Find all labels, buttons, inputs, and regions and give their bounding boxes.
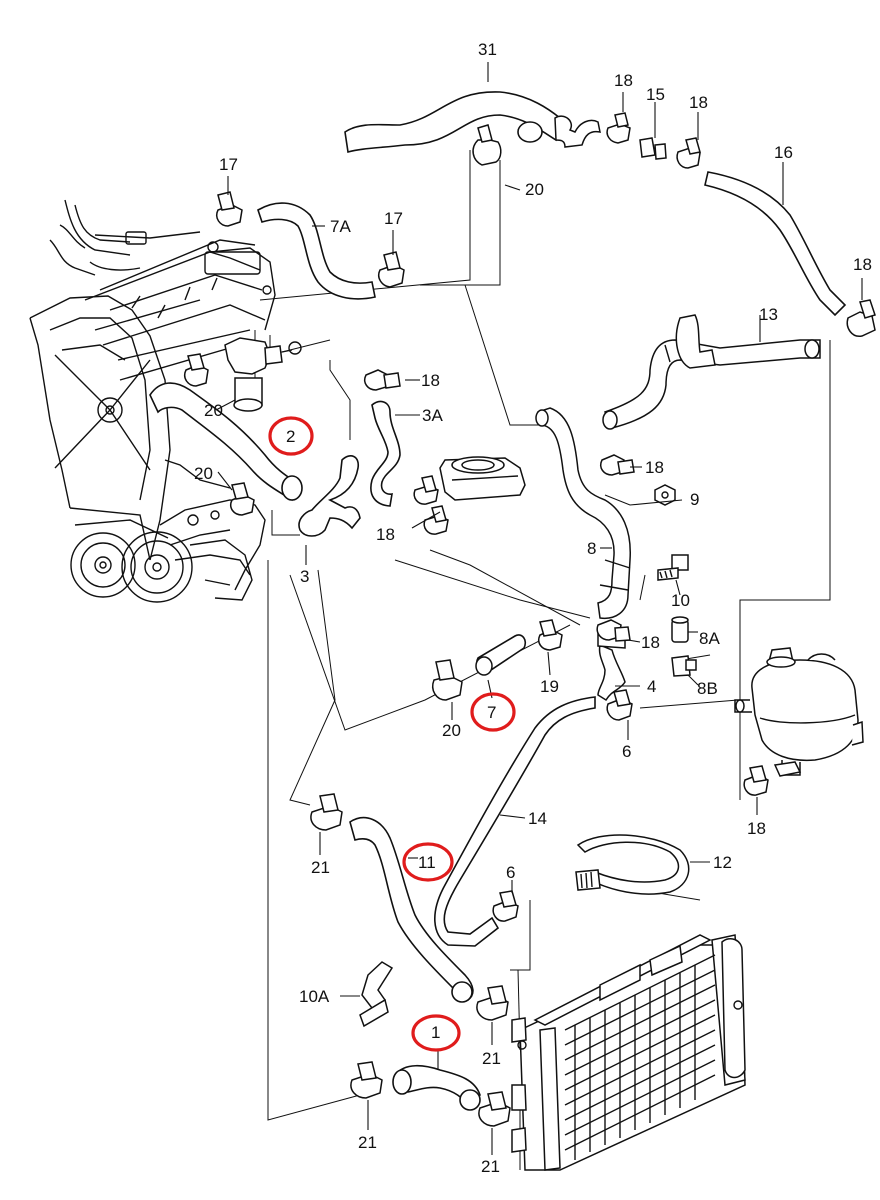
callout-21a: 21 bbox=[311, 858, 330, 877]
hose-16 bbox=[704, 171, 847, 317]
callout-11: 11 bbox=[418, 853, 436, 872]
labels: 31 18 15 18 16 20 17 7A 17 18 13 18 3A 2… bbox=[194, 40, 872, 1176]
pulley-assembly bbox=[70, 519, 253, 603]
callout-15: 15 bbox=[646, 85, 665, 104]
hose-14 bbox=[434, 696, 596, 947]
thermostat-housing bbox=[439, 456, 526, 501]
callout-18b: 18 bbox=[689, 93, 708, 112]
callout-6b: 6 bbox=[506, 863, 515, 882]
callout-7: 7 bbox=[487, 703, 496, 722]
callout-20d: 20 bbox=[442, 721, 461, 740]
callout-3A: 3A bbox=[422, 406, 443, 425]
highlight-marks bbox=[268, 416, 516, 1052]
hose-3 bbox=[298, 455, 361, 537]
highlight-circle-1 bbox=[411, 1014, 461, 1052]
water-flange bbox=[224, 337, 302, 412]
band-clamp-12 bbox=[575, 834, 690, 895]
callout-18e: 18 bbox=[645, 458, 664, 477]
highlight-circle-2 bbox=[268, 416, 314, 456]
callout-18c: 18 bbox=[853, 255, 872, 274]
callout-1: 1 bbox=[431, 1023, 440, 1042]
callout-31: 31 bbox=[478, 40, 497, 59]
callout-6a: 6 bbox=[622, 742, 631, 761]
callout-3: 3 bbox=[300, 567, 309, 586]
callout-16: 16 bbox=[774, 143, 793, 162]
pipe-13 bbox=[602, 314, 821, 430]
callout-8A: 8A bbox=[699, 629, 720, 648]
callout-4: 4 bbox=[647, 677, 656, 696]
callout-20a: 20 bbox=[525, 180, 544, 199]
callout-18f: 18 bbox=[376, 525, 395, 544]
clamps bbox=[184, 112, 876, 1127]
callout-17a: 17 bbox=[219, 155, 238, 174]
callout-10: 10 bbox=[671, 591, 690, 610]
callout-21b: 21 bbox=[482, 1049, 501, 1068]
callout-18g: 18 bbox=[641, 633, 660, 652]
callout-9: 9 bbox=[690, 490, 699, 509]
callout-18h: 18 bbox=[747, 819, 766, 838]
small-parts bbox=[359, 484, 697, 1028]
highlight-circle-7 bbox=[470, 692, 516, 732]
callout-18a: 18 bbox=[614, 71, 633, 90]
callout-7A: 7A bbox=[330, 217, 351, 236]
expansion-tank bbox=[734, 647, 864, 776]
callout-20b: 20 bbox=[204, 401, 223, 420]
hose-11 bbox=[349, 816, 474, 1001]
callout-8: 8 bbox=[587, 539, 596, 558]
callout-12: 12 bbox=[713, 853, 732, 872]
callout-10A: 10A bbox=[299, 987, 330, 1006]
callout-20c: 20 bbox=[194, 464, 213, 483]
callout-17b: 17 bbox=[384, 209, 403, 228]
hose-7A bbox=[257, 202, 376, 300]
callout-2: 2 bbox=[286, 427, 295, 446]
callout-13: 13 bbox=[759, 305, 778, 324]
radiator bbox=[511, 934, 746, 1171]
hose-3A bbox=[370, 400, 401, 507]
callout-8B: 8B bbox=[697, 679, 718, 698]
pipe-8 bbox=[535, 407, 631, 620]
callout-21c: 21 bbox=[358, 1133, 377, 1152]
callout-18d: 18 bbox=[421, 371, 440, 390]
hose-2 bbox=[149, 382, 302, 502]
callout-21d: 21 bbox=[481, 1157, 500, 1176]
callout-19: 19 bbox=[540, 677, 559, 696]
callout-14: 14 bbox=[528, 809, 547, 828]
highlight-circle-11 bbox=[402, 842, 454, 882]
